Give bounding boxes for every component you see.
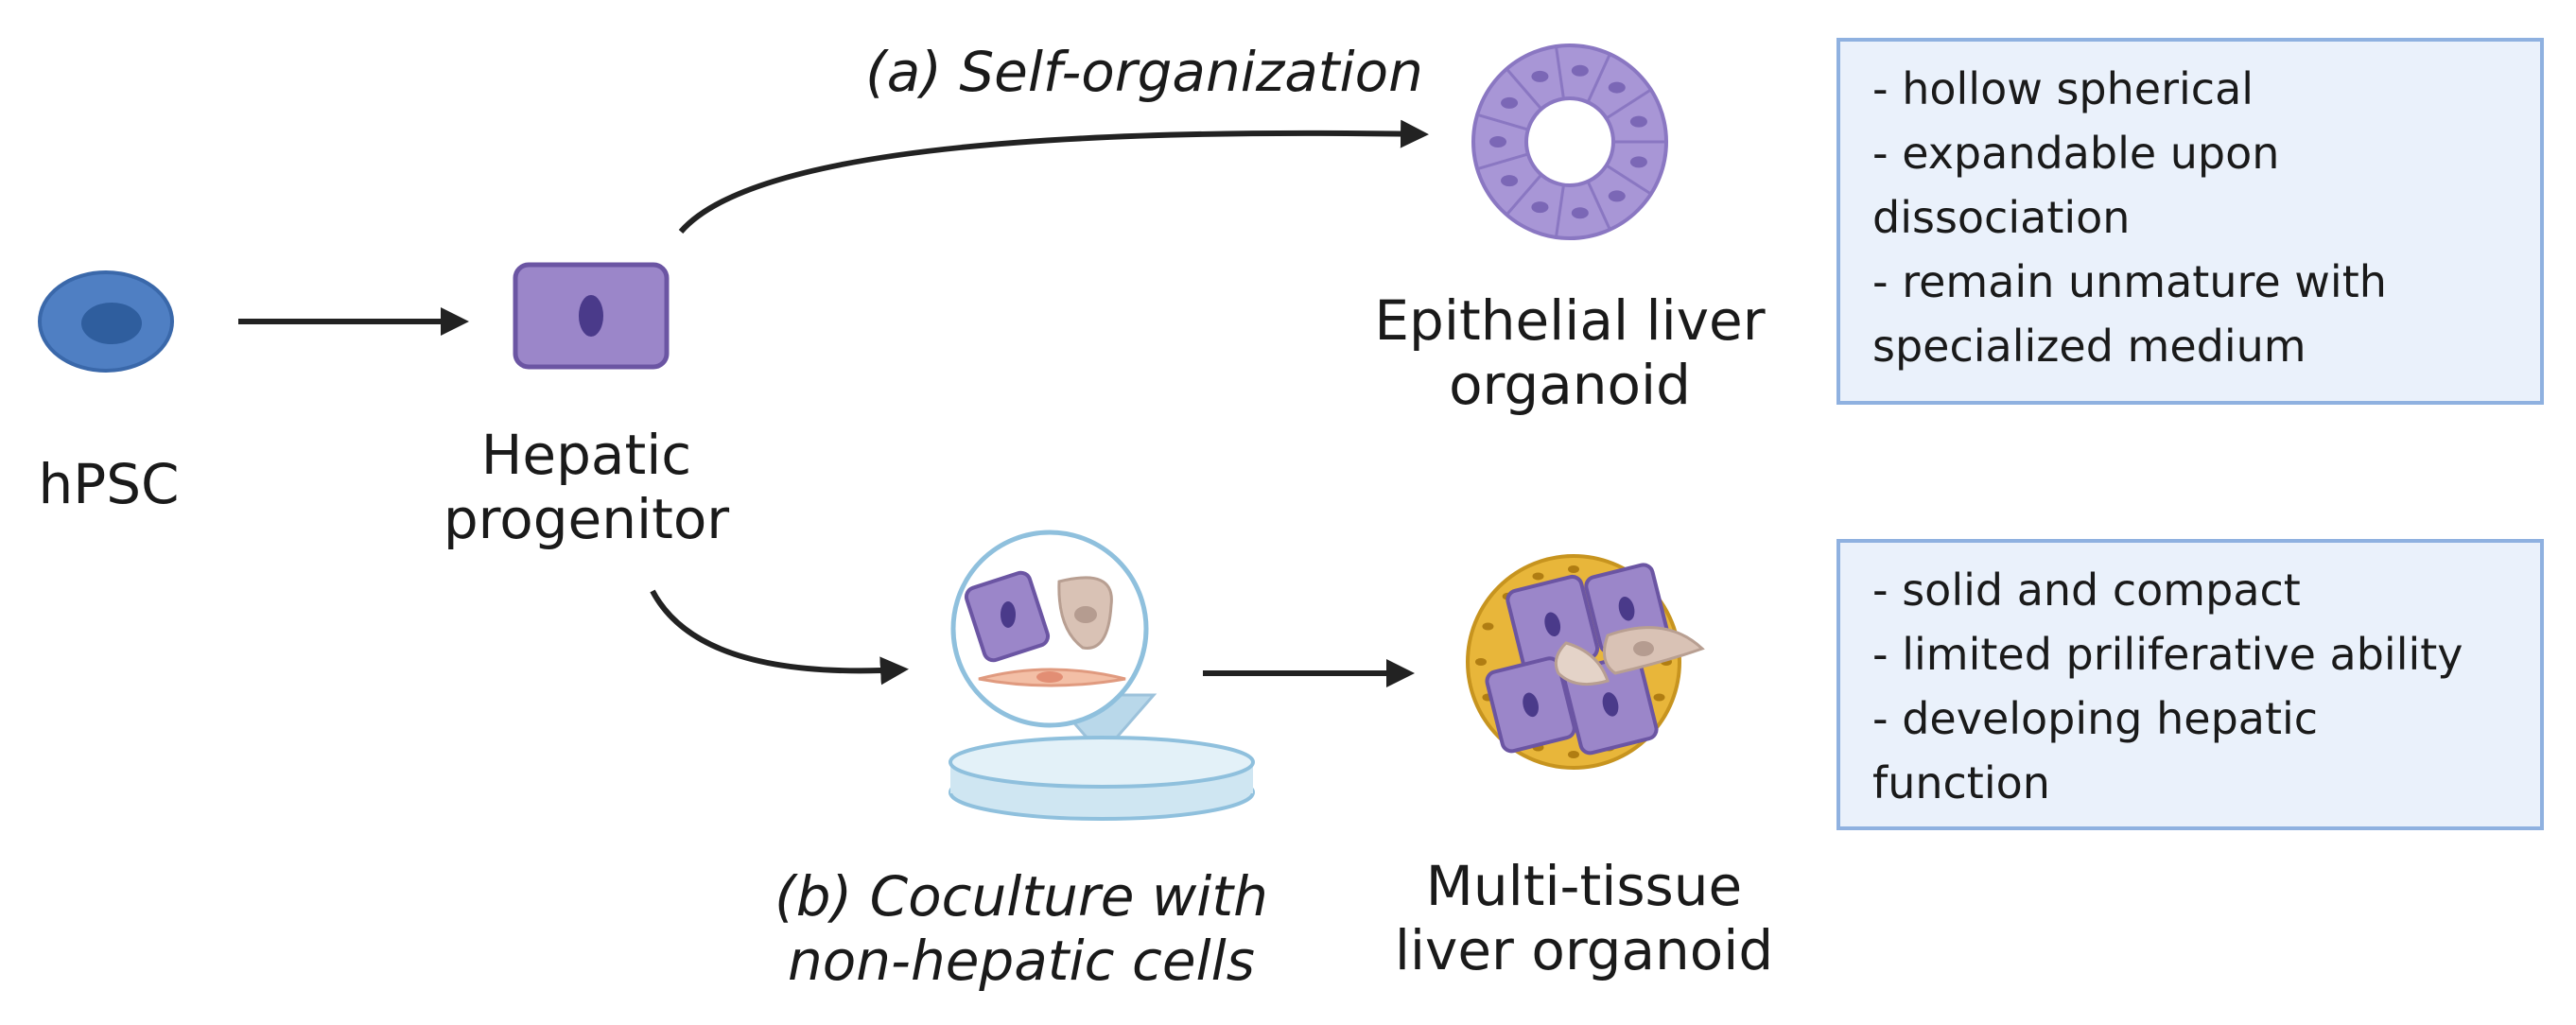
multi-tissue-info-line: - solid and compact — [1872, 565, 2301, 616]
organoid-cell-nucleus — [1501, 96, 1519, 109]
organoid-cell-border — [1506, 67, 1543, 111]
epithelial-organoid-line-2: organoid — [1449, 353, 1691, 417]
hepatic-progenitor-cell-icon — [513, 262, 670, 370]
organoid-cell-border — [1586, 181, 1611, 231]
multi-tissue-info-box: - solid and compact - limited priliferat… — [1836, 539, 2544, 830]
organoid-cell-border — [1476, 113, 1529, 131]
organoid-cell-nucleus — [1531, 201, 1549, 214]
epithelial-info-line: specialized medium — [1872, 321, 2306, 372]
coculture-label: (b) Coculture with non-hepatic cells — [747, 864, 1296, 993]
mesenchymal-cell-nucleus — [1532, 572, 1544, 581]
coculture-line-2: non-hepatic cells — [788, 929, 1255, 993]
multi-tissue-info-line: - limited priliferative ability — [1872, 629, 2463, 680]
hepatic-progenitor-label: Hepatic progenitor — [416, 423, 757, 551]
organoid-cell-nucleus — [1608, 190, 1626, 202]
mesenchymal-cell-nucleus — [1475, 658, 1487, 666]
organoid-cell-border — [1605, 88, 1652, 120]
organoid-cell-border — [1554, 45, 1565, 99]
epithelial-info-line: - expandable upon — [1872, 128, 2280, 179]
hpsc-cell-icon — [38, 270, 174, 373]
organoid-cell-nucleus — [1629, 156, 1647, 168]
self-organization-label: (a) Self-organization — [865, 40, 1423, 104]
multi-tissue-line-1: Multi-tissue — [1425, 854, 1743, 918]
organoid-cell-nucleus — [1571, 64, 1589, 77]
mesenchymal-cell-nucleus — [1653, 693, 1665, 702]
multi-tissue-info-line: function — [1872, 757, 2050, 808]
mesenchymal-cell-nucleus — [1568, 751, 1579, 758]
organoid-cell-nucleus — [1608, 81, 1626, 94]
epithelial-info-line: dissociation — [1872, 192, 2131, 243]
epithelial-info-box: - hollow spherical - expandable upon dis… — [1836, 38, 2544, 405]
coculture-dish-icon — [949, 530, 1255, 821]
multi-tissue-info-line: - developing hepatic — [1872, 693, 2319, 744]
organoid-cell-border — [1506, 173, 1543, 217]
epithelial-organoid-line-1: Epithelial liver — [1374, 288, 1766, 353]
mesenchymal-cell-nucleus — [1482, 622, 1494, 631]
multi-tissue-organoid-label: Multi-tissue liver organoid — [1362, 854, 1806, 982]
hpsc-label: hPSC — [38, 452, 180, 516]
organoid-cell-border — [1605, 164, 1652, 196]
organoid-cell-border — [1476, 152, 1529, 171]
epithelial-organoid-icon — [1471, 43, 1668, 240]
organoid-cell-nucleus — [1501, 175, 1519, 187]
hepatic-progenitor-line-2: progenitor — [443, 487, 730, 551]
multi-tissue-line-2: liver organoid — [1394, 918, 1774, 982]
epithelial-info-line: - remain unmature with — [1872, 256, 2387, 307]
organoid-cell-nucleus — [1531, 70, 1549, 82]
organoid-cell-border — [1586, 53, 1611, 103]
arrow-self-organization — [678, 119, 1429, 234]
multi-tissue-organoid-icon — [1466, 554, 1705, 770]
mesenchymal-cell-nucleus — [1568, 565, 1579, 573]
epithelial-organoid-label: Epithelial liver organoid — [1343, 288, 1797, 417]
epithelial-info-line: - hollow spherical — [1872, 63, 2254, 114]
organoid-cell-border — [1554, 184, 1565, 238]
hepatic-progenitor-line-1: Hepatic — [480, 423, 692, 487]
organoid-cell-nucleus — [1489, 136, 1506, 148]
organoid-cell-nucleus — [1571, 207, 1589, 219]
coculture-line-1: (b) Coculture with — [775, 864, 1268, 929]
organoid-cell-nucleus — [1629, 115, 1647, 128]
arrow-to-coculture — [650, 589, 909, 686]
